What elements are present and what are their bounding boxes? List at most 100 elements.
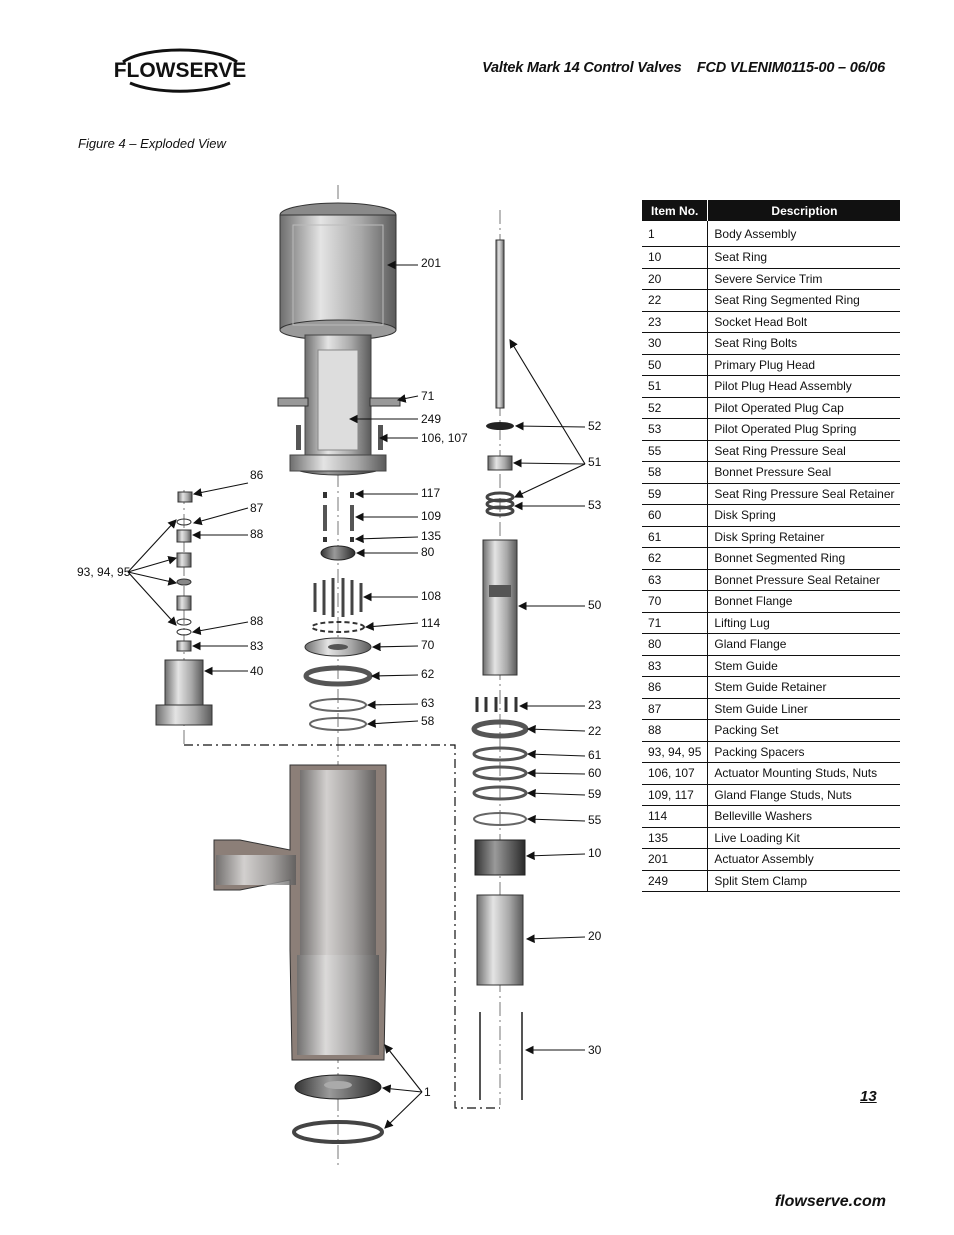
description-cell: Seat Ring Segmented Ring bbox=[707, 289, 901, 312]
callout-23: 23 bbox=[588, 698, 602, 712]
callout-22: 22 bbox=[588, 724, 602, 738]
item-no-cell: 22 bbox=[642, 289, 709, 312]
callout-109: 109 bbox=[421, 509, 441, 523]
callout-30: 30 bbox=[588, 1043, 602, 1057]
item-no-cell: 30 bbox=[642, 332, 709, 355]
item-no-cell: 201 bbox=[642, 848, 709, 871]
callout-108: 108 bbox=[421, 589, 441, 603]
callout-20: 20 bbox=[588, 929, 602, 943]
callout-117: 117 bbox=[421, 486, 440, 500]
item-no-cell: 135 bbox=[642, 827, 709, 849]
exploded-view-diagram: 201 71 249 106, 107 86 87 88 93, 94, 95 … bbox=[77, 185, 602, 1165]
figure-caption: Figure 4 – Exploded View bbox=[78, 136, 226, 151]
description-cell: Seat Ring Pressure Seal Retainer bbox=[707, 483, 901, 505]
callout-1: 1 bbox=[424, 1085, 431, 1099]
actuator-assembly bbox=[277, 202, 401, 476]
description-cell: Stem Guide Liner bbox=[707, 698, 901, 720]
description-cell: Packing Spacers bbox=[707, 741, 901, 763]
callout-58: 58 bbox=[421, 714, 435, 728]
description-cell: Pilot Plug Head Assembly bbox=[707, 375, 901, 398]
item-no-cell: 60 bbox=[642, 504, 709, 527]
description-cell: Gland Flange Studs, Nuts bbox=[707, 784, 901, 806]
callout-88-top: 88 bbox=[250, 527, 264, 541]
callout-50: 50 bbox=[588, 598, 602, 612]
item-no-cell: 83 bbox=[642, 655, 709, 677]
footer-url[interactable]: flowserve.com bbox=[774, 1193, 886, 1210]
callout-55: 55 bbox=[588, 813, 602, 827]
item-no-cell: 88 bbox=[642, 719, 709, 742]
description-cell: Socket Head Bolt bbox=[707, 311, 901, 333]
description-cell: Gland Flange bbox=[707, 633, 901, 656]
item-no-cell: 52 bbox=[642, 397, 709, 419]
item-no-cell: 10 bbox=[642, 246, 709, 269]
callout-86: 86 bbox=[250, 468, 264, 482]
description-cell: Seat Ring Pressure Seal bbox=[707, 440, 901, 462]
callout-135: 135 bbox=[421, 529, 441, 543]
description-cell: Pilot Operated Plug Spring bbox=[707, 418, 901, 441]
callout-51: 51 bbox=[588, 455, 602, 469]
description-cell: Stem Guide Retainer bbox=[707, 676, 901, 699]
item-no-cell: 114 bbox=[642, 805, 709, 828]
description-cell: Pilot Operated Plug Cap bbox=[707, 397, 901, 419]
callout-40: 40 bbox=[250, 664, 264, 678]
flowserve-logo: FLOWSERVE bbox=[105, 42, 255, 94]
callout-80: 80 bbox=[421, 545, 435, 559]
page-number: 13 bbox=[860, 1088, 877, 1105]
col-header-description: Description bbox=[707, 200, 901, 221]
callout-88-bottom: 88 bbox=[250, 614, 264, 628]
item-no-cell: 80 bbox=[642, 633, 709, 656]
callout-70: 70 bbox=[421, 638, 435, 652]
callout-62: 62 bbox=[421, 667, 435, 681]
item-no-cell: 109, 117 bbox=[642, 784, 709, 806]
logo-wordmark: FLOWSERVE bbox=[114, 59, 247, 82]
item-no-cell: 63 bbox=[642, 569, 709, 591]
col-header-item-no: Item No. bbox=[642, 200, 709, 221]
description-cell: Split Stem Clamp bbox=[707, 870, 901, 892]
description-cell: Stem Guide bbox=[707, 655, 901, 677]
callout-61: 61 bbox=[588, 748, 602, 762]
callout-53: 53 bbox=[588, 498, 602, 512]
item-no-cell: 70 bbox=[642, 590, 709, 613]
item-no-cell: 50 bbox=[642, 354, 709, 376]
item-no-cell: 249 bbox=[642, 870, 709, 892]
item-no-cell: 59 bbox=[642, 483, 709, 505]
description-cell: Severe Service Trim bbox=[707, 268, 901, 290]
callout-87: 87 bbox=[250, 501, 264, 515]
item-no-cell: 93, 94, 95 bbox=[642, 741, 709, 763]
bonnet-stack bbox=[303, 492, 373, 731]
item-no-cell: 51 bbox=[642, 375, 709, 398]
item-no-cell: 71 bbox=[642, 612, 709, 634]
description-cell: Actuator Mounting Studs, Nuts bbox=[707, 762, 901, 785]
description-cell: Bonnet Pressure Seal Retainer bbox=[707, 569, 901, 591]
callout-71: 71 bbox=[421, 389, 435, 403]
description-cell: Bonnet Pressure Seal bbox=[707, 461, 901, 484]
callout-63: 63 bbox=[421, 696, 435, 710]
valve-body bbox=[213, 764, 387, 1144]
item-no-cell: 87 bbox=[642, 698, 709, 720]
callout-249: 249 bbox=[421, 412, 441, 426]
description-cell: Seat Ring bbox=[707, 246, 901, 269]
